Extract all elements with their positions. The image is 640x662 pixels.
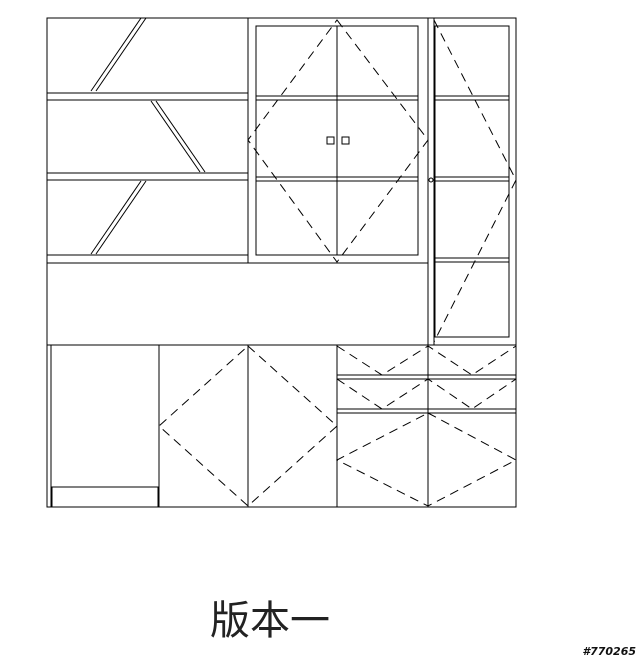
knob (428, 177, 434, 183)
watermark-id: #770265 (582, 645, 636, 658)
door-swing-indicator-right (433, 19, 517, 343)
left-shelf-unit (47, 17, 249, 264)
handle-left (326, 136, 335, 145)
lower-left-compartment (50, 345, 160, 508)
right-tall-cabinet (427, 18, 517, 346)
lower-double-doors (158, 345, 338, 507)
middle-glass-doors (247, 19, 429, 264)
door-swing-indicator (247, 19, 429, 263)
lower-right-drawers (335, 345, 518, 507)
handle-right (341, 136, 350, 145)
version-caption: 版本一 (210, 598, 330, 644)
